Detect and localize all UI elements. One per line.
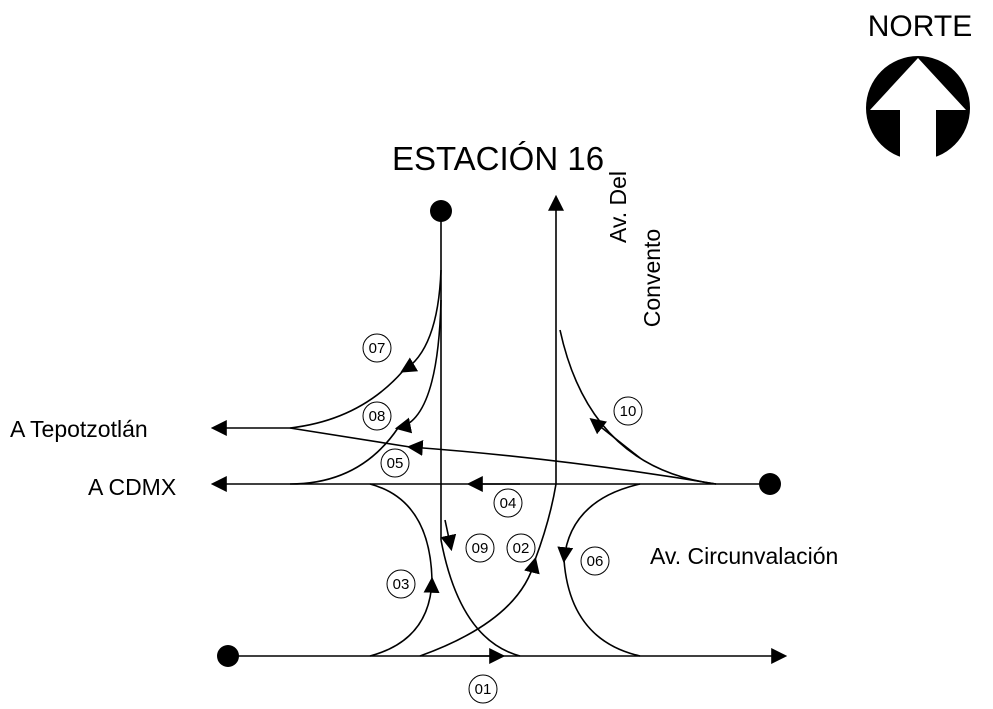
curve-03-tail <box>369 483 433 581</box>
curve-03 <box>369 576 440 657</box>
badge-03: 03 <box>386 569 416 599</box>
street-label-del-convento-2: Convento <box>639 229 665 327</box>
street-label-cdmx: A CDMX <box>88 474 176 500</box>
svg-text:10: 10 <box>620 403 637 420</box>
badge-02: 02 <box>506 533 536 563</box>
badge-07: 07 <box>362 333 392 363</box>
curve-08 <box>394 299 442 434</box>
curve-07-tail <box>289 370 404 429</box>
street-label-tepotzotlan: A Tepotzotlán <box>10 416 148 442</box>
curve-08-tail <box>289 427 399 485</box>
badge-05: 05 <box>380 448 410 478</box>
curve-07 <box>400 269 442 373</box>
curve-05 <box>406 439 717 485</box>
svg-text:08: 08 <box>369 408 386 425</box>
arrow-10 <box>589 418 641 459</box>
station-title: ESTACIÓN 16 <box>392 140 604 177</box>
badge-01: 01 <box>468 674 498 704</box>
curve-02-tail <box>534 483 557 561</box>
badge-08: 08 <box>362 401 392 431</box>
curve-06-tail <box>563 559 641 657</box>
curve-09 <box>440 539 521 657</box>
svg-text:04: 04 <box>500 495 517 512</box>
curve-06 <box>557 483 641 564</box>
badge-10: 10 <box>613 396 643 426</box>
badge-04: 04 <box>493 488 523 518</box>
svg-text:07: 07 <box>369 340 386 357</box>
curve-05-tail <box>289 427 411 448</box>
badge-06: 06 <box>580 546 610 576</box>
svg-text:01: 01 <box>475 681 492 698</box>
arrow-09 <box>440 519 457 552</box>
svg-text:05: 05 <box>387 455 404 472</box>
svg-text:06: 06 <box>587 553 604 570</box>
badge-09: 09 <box>465 533 495 563</box>
svg-text:03: 03 <box>393 576 410 593</box>
north-label: NORTE <box>868 10 972 43</box>
north-arrow-icon <box>866 56 970 162</box>
svg-text:02: 02 <box>513 540 530 557</box>
street-label-del-convento-1: Av. Del <box>605 171 631 243</box>
svg-text:09: 09 <box>472 540 489 557</box>
street-label-circunvalacion: Av. Circunvalación <box>650 543 838 569</box>
curve-02 <box>419 556 540 657</box>
